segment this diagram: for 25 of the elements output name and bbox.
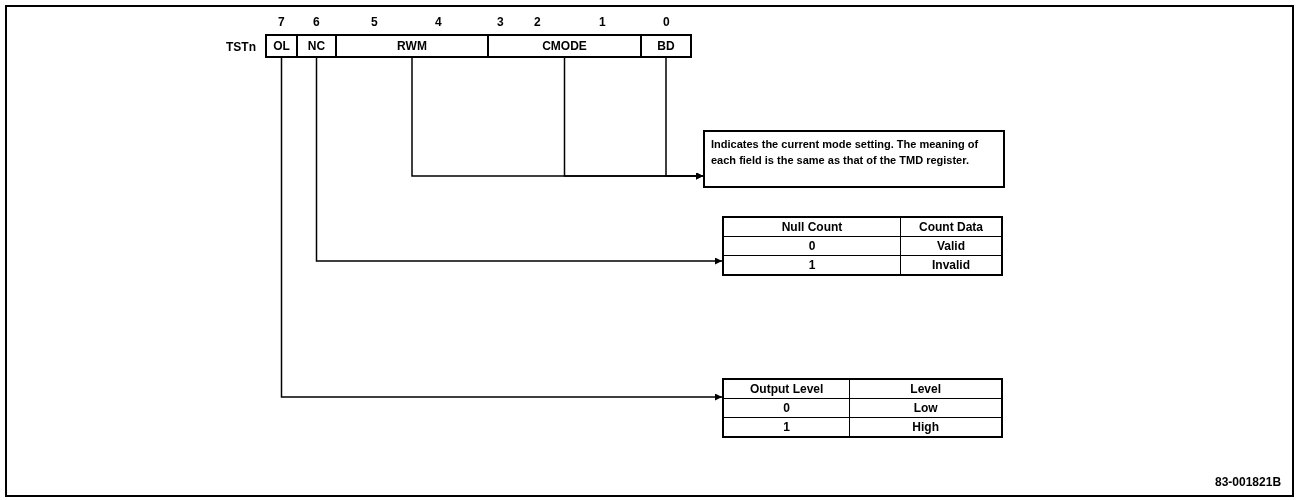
arrow	[315, 57, 723, 265]
table-cell: 0	[723, 398, 850, 418]
bit-number: 5	[371, 15, 378, 29]
arrow	[280, 57, 723, 401]
table-header: Null Count	[723, 217, 901, 237]
bit-number: 4	[435, 15, 442, 29]
bit-number: 2	[534, 15, 541, 29]
arrow	[665, 57, 704, 180]
register-field: CMODE	[487, 34, 642, 58]
register-field: NC	[296, 34, 337, 58]
table-cell: 0	[723, 236, 901, 256]
truth-table	[722, 378, 1003, 438]
bit-number: 6	[313, 15, 320, 29]
truth-table	[722, 216, 1003, 276]
register-field: RWM	[335, 34, 489, 58]
figure-number: 83-001821B	[1215, 475, 1282, 489]
description-box: Indicates the current mode setting. The meaning of each field is the same as that of the TMD register.	[703, 130, 1005, 188]
bit-number: 1	[599, 15, 606, 29]
bit-number: 7	[278, 15, 285, 29]
register-field: OL	[265, 34, 298, 58]
bit-number: 3	[497, 15, 504, 29]
table-header: Output Level	[723, 379, 850, 399]
register-name: TSTn	[226, 40, 256, 54]
bit-number: 0	[663, 15, 670, 29]
register-field: BD	[640, 34, 692, 58]
